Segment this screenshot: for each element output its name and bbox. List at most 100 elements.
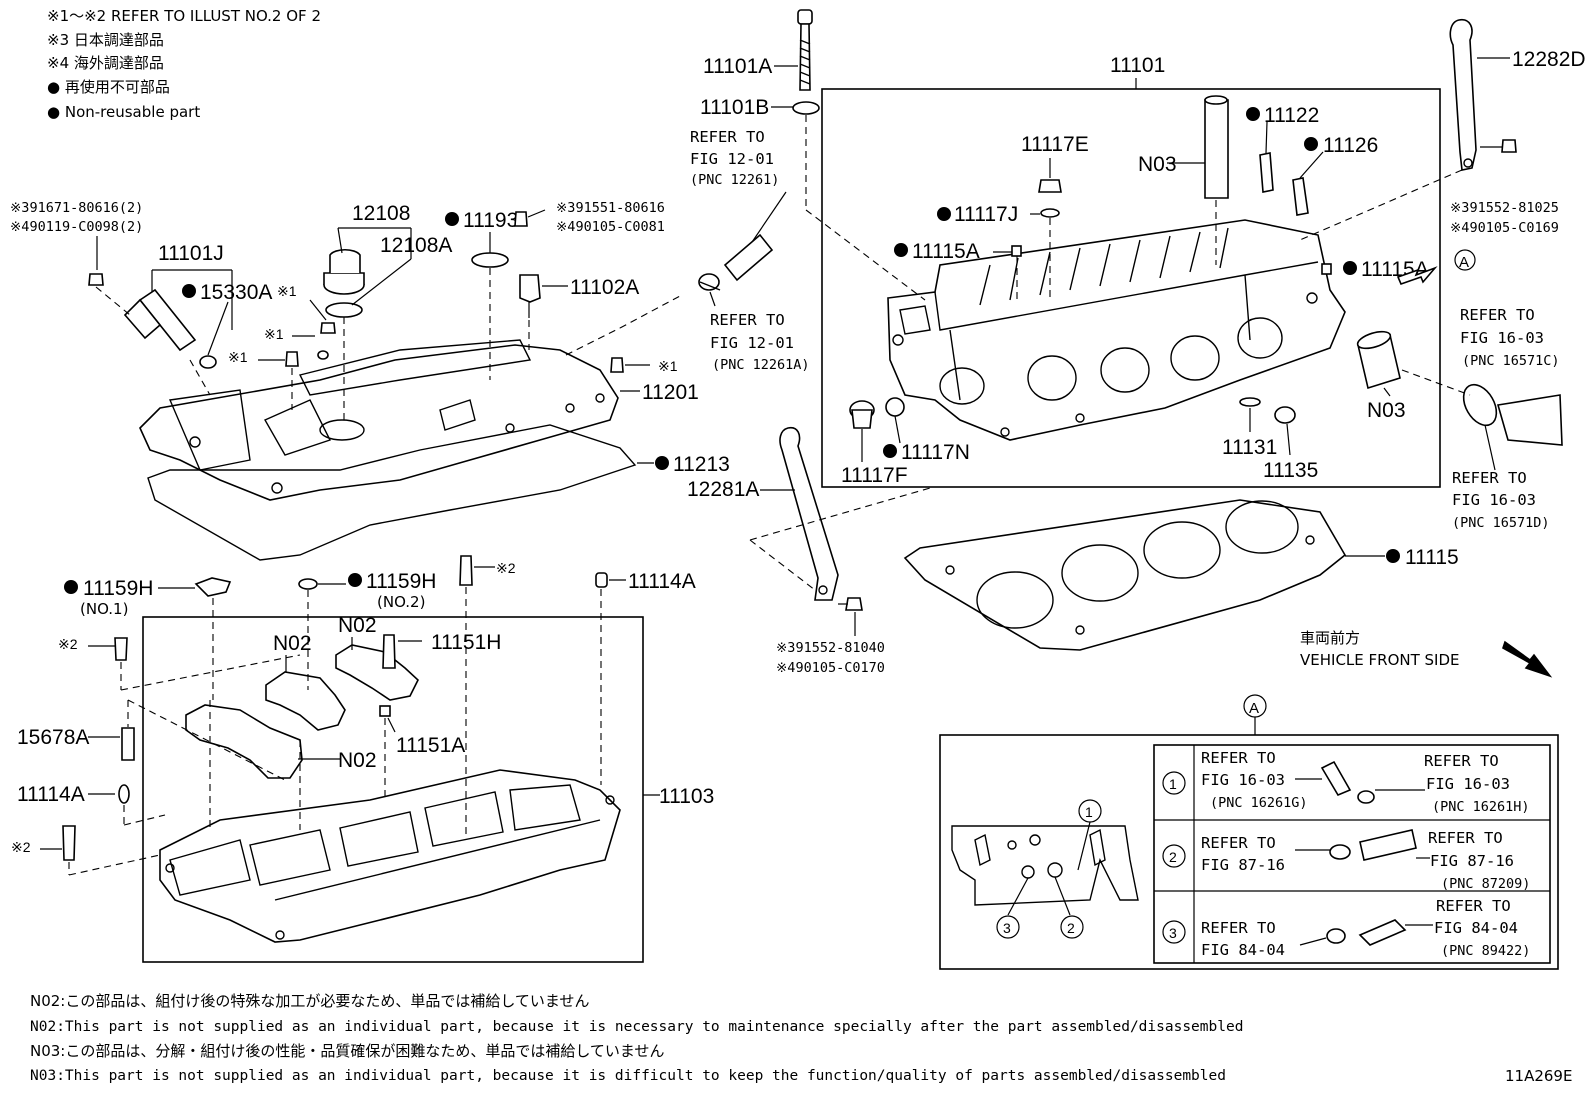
label-12108A[interactable]: 12108A — [380, 234, 452, 257]
note-n02-en: N02:This part is not supplied as an indi… — [30, 1019, 1243, 1035]
bracket-12282D — [1449, 18, 1517, 171]
label-11122[interactable]: 11122 — [1264, 104, 1319, 127]
label-11151A[interactable]: 11151A — [396, 734, 465, 757]
label-11101B[interactable]: 11101B — [700, 96, 769, 119]
label-n02-a[interactable]: N02 — [273, 632, 312, 655]
label-n02-b[interactable]: N02 — [338, 614, 377, 637]
bolt-k1-d — [610, 357, 624, 373]
pn-391551-80616: ※391551-80616 — [556, 200, 665, 216]
refer-16571c-line1: REFER TO — [1460, 306, 1535, 324]
cam-housing-box — [142, 616, 644, 963]
cap-gasket-12108A — [325, 302, 363, 318]
pn-490119-C0098: ※490119-C0098(2) — [10, 219, 143, 235]
detail-callout-3: 3 — [1003, 920, 1011, 936]
k2-a: ※2 — [496, 560, 516, 576]
bolt-k2-left-top — [114, 637, 128, 661]
dowel-11114A-top — [595, 572, 608, 588]
label-11201[interactable]: 11201 — [642, 381, 699, 404]
cam-cap-n02-lower — [185, 704, 303, 779]
label-15330A[interactable]: 15330A — [200, 281, 272, 304]
refer-12261a-line3: (PNC 12261A) — [712, 357, 810, 373]
row-3-right-1: REFER TO — [1436, 897, 1511, 915]
cylinder-head-cover-11201 — [139, 339, 619, 501]
label-11151H[interactable]: 11151H — [431, 631, 501, 654]
row-3-right-3: (PNC 89422) — [1441, 943, 1530, 959]
head-gasket-11115 — [903, 499, 1347, 651]
label-11159H-2[interactable]: 11159H — [366, 570, 436, 593]
label-11117E[interactable]: 11117E — [1021, 133, 1089, 156]
detail-a-box — [939, 734, 1559, 970]
row-1-clamp — [1357, 790, 1375, 804]
row-2-clamp — [1329, 844, 1351, 860]
pipe-n03-top — [1204, 95, 1229, 265]
label-no2: (NO.2) — [377, 593, 425, 611]
row-1-num: 1 — [1169, 776, 1177, 792]
label-11114A-top[interactable]: 11114A — [628, 570, 696, 593]
refer-12261-line1: REFER TO — [690, 128, 765, 146]
bolt-k2-left-bottom — [62, 825, 76, 861]
pn-391552-81025: ※391552-81025 — [1450, 200, 1559, 216]
label-11101[interactable]: 11101 — [1110, 54, 1165, 77]
label-11117F[interactable]: 11117F — [841, 464, 908, 487]
cylinder-head-box — [821, 88, 1441, 488]
label-11135[interactable]: 11135 — [1263, 459, 1318, 482]
pn-490105-C0169: ※490105-C0169 — [1450, 220, 1559, 236]
label-11126[interactable]: 11126 — [1323, 134, 1378, 157]
label-11103[interactable]: 11103 — [659, 785, 714, 808]
label-11102A[interactable]: 11102A — [570, 276, 639, 299]
label-11159H-1[interactable]: 11159H — [83, 577, 153, 600]
refer-16571d-line3: (PNC 16571D) — [1452, 515, 1550, 531]
sleeve-n03-right — [1356, 330, 1401, 390]
detail-callout-2: 2 — [1067, 920, 1075, 936]
gasket-11117N — [885, 397, 905, 417]
row-2-right-3: (PNC 87209) — [1441, 876, 1530, 892]
legend-line-4: ● 再使用不可部品 — [47, 78, 170, 96]
dowel-11151A — [379, 705, 391, 717]
pn-391671-80616: ※391671-80616(2) — [10, 200, 143, 216]
label-15678A[interactable]: 15678A — [17, 726, 89, 749]
label-12108[interactable]: 12108 — [352, 202, 410, 225]
k2-b: ※2 — [58, 636, 78, 652]
k1-c: ※1 — [228, 349, 248, 365]
view-a-marker: A — [1459, 254, 1469, 271]
legend: ※1～※2 REFER TO ILLUST NO.2 OF 2 ※3 日本調達部… — [47, 7, 321, 121]
row-2-num: 2 — [1169, 849, 1177, 865]
label-11114A-left[interactable]: 11114A — [17, 783, 85, 806]
dowel-11115A-left — [1011, 245, 1022, 257]
label-11193[interactable]: 11193 — [463, 209, 518, 232]
refer-12261-line3: (PNC 12261) — [690, 172, 779, 188]
label-11213[interactable]: 11213 — [673, 453, 730, 476]
row-2-left-2: FIG 87-16 — [1201, 856, 1285, 874]
label-n03-right[interactable]: N03 — [1367, 399, 1406, 422]
refer-16571d-line1: REFER TO — [1452, 469, 1527, 487]
label-11101A[interactable]: 11101A — [703, 55, 772, 78]
cylinder-head-drawing — [887, 219, 1346, 441]
note-n03-jp: N03:この部品は、分解・組付け後の性能・品質確保が困難なため、単品では補給して… — [30, 1042, 664, 1060]
row-3-right-2: FIG 84-04 — [1434, 919, 1518, 937]
row-1-left-2: FIG 16-03 — [1201, 771, 1285, 789]
hose-16571 — [1401, 369, 1563, 446]
label-12281A[interactable]: 12281A — [687, 478, 759, 501]
bracket-12281A — [779, 426, 863, 611]
legend-line-1: ※1～※2 REFER TO ILLUST NO.2 OF 2 — [47, 7, 321, 25]
label-11131[interactable]: 11131 — [1222, 436, 1277, 459]
label-n03-top[interactable]: N03 — [1138, 153, 1177, 176]
pn-391552-81040: ※391552-81040 — [776, 640, 885, 656]
refer-12261-line2: FIG 12-01 — [690, 150, 774, 168]
row-3-gasket — [1326, 928, 1346, 944]
view-arrow-a — [1396, 266, 1438, 286]
k1-b: ※1 — [264, 326, 284, 342]
label-11117J[interactable]: 11117J — [954, 203, 1018, 226]
label-11101J[interactable]: 11101J — [158, 242, 224, 265]
refer-16571c-line2: FIG 16-03 — [1460, 329, 1544, 347]
note-n03-en: N03:This part is not supplied as an indi… — [30, 1068, 1226, 1084]
label-11115[interactable]: 11115 — [1405, 546, 1459, 569]
label-12282D[interactable]: 12282D — [1512, 48, 1586, 71]
label-11115A-left[interactable]: 11115A — [912, 240, 980, 263]
k1-d: ※1 — [658, 358, 678, 374]
pn-490105-C0081: ※490105-C0081 — [556, 219, 665, 235]
gasket-11159H-1 — [194, 577, 232, 597]
detail-table — [1153, 744, 1551, 964]
label-11117N[interactable]: 11117N — [901, 441, 970, 464]
label-n02-c[interactable]: N02 — [338, 749, 377, 772]
